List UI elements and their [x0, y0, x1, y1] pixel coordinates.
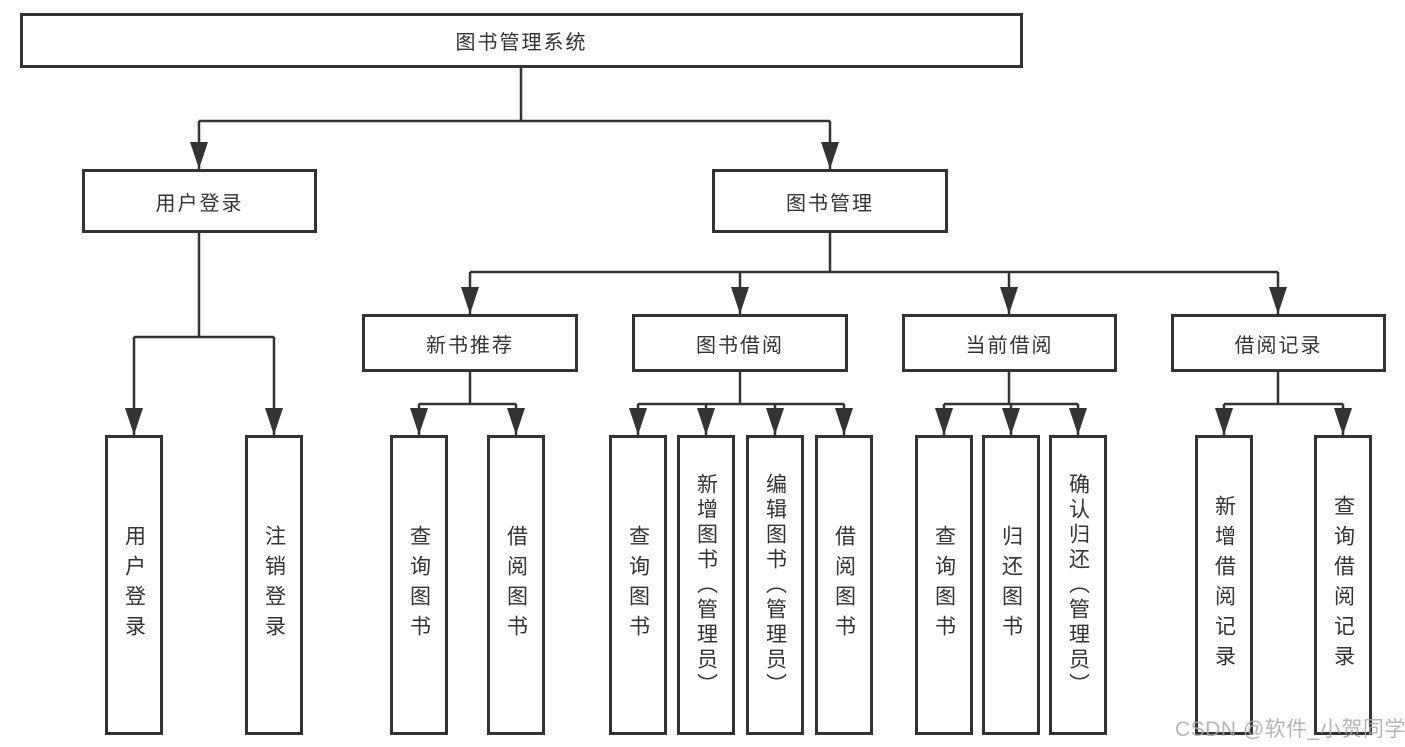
leaf-label: 查询图书	[407, 525, 431, 645]
leaf-confirm-return-admin: 确认归还（管理员）	[1049, 435, 1107, 735]
node-label: 借阅记录	[1234, 334, 1323, 357]
node-label: 当前借阅	[965, 334, 1054, 357]
leaf-label: 新增图书（管理员）	[694, 472, 718, 698]
leaf-label: 查询图书	[626, 525, 650, 645]
leaf-label: 新增借阅记录	[1212, 495, 1236, 675]
leaf-label: 用户登录	[122, 525, 146, 645]
leaf-label: 借阅图书	[504, 525, 528, 645]
node-new-book-recommend: 新书推荐	[362, 314, 578, 372]
leaf-query-books-3: 查询图书	[915, 435, 973, 735]
leaf-borrow-books-2: 借阅图书	[815, 435, 873, 735]
node-book-borrow: 图书借阅	[632, 314, 848, 372]
node-label: 图书借阅	[696, 334, 784, 357]
leaf-add-books-admin: 新增图书（管理员）	[677, 435, 735, 735]
leaf-label: 确认归还（管理员）	[1066, 472, 1090, 698]
node-label: 用户登录	[155, 192, 244, 215]
leaf-label: 注销登录	[262, 525, 286, 645]
leaf-label: 归还图书	[999, 525, 1023, 645]
node-current-borrow: 当前借阅	[902, 314, 1117, 372]
leaf-query-books-2: 查询图书	[609, 435, 667, 735]
leaf-add-borrow-record: 新增借阅记录	[1195, 435, 1253, 735]
node-root-library-system: 图书管理系统	[20, 13, 1023, 68]
leaf-user-login: 用户登录	[105, 435, 163, 735]
node-label: 新书推荐	[426, 334, 514, 357]
csdn-watermark: CSDN @软件_小贺同学	[1175, 718, 1405, 741]
node-borrow-records: 借阅记录	[1171, 314, 1386, 372]
leaf-label: 查询借阅记录	[1331, 495, 1355, 675]
leaf-label: 编辑图书（管理员）	[763, 472, 787, 698]
leaf-return-books: 归还图书	[982, 435, 1040, 735]
node-book-management: 图书管理	[712, 169, 948, 233]
leaf-borrow-books-1: 借阅图书	[487, 435, 545, 735]
node-user-login: 用户登录	[82, 169, 317, 233]
node-label: 图书管理系统	[455, 32, 588, 54]
leaf-label: 借阅图书	[832, 525, 856, 645]
leaf-edit-books-admin: 编辑图书（管理员）	[746, 435, 804, 735]
leaf-logout: 注销登录	[245, 435, 303, 735]
leaf-query-books-1: 查询图书	[390, 435, 448, 735]
leaf-label: 查询图书	[932, 525, 956, 645]
node-label: 图书管理	[786, 192, 874, 215]
leaf-query-borrow-record: 查询借阅记录	[1314, 435, 1372, 735]
